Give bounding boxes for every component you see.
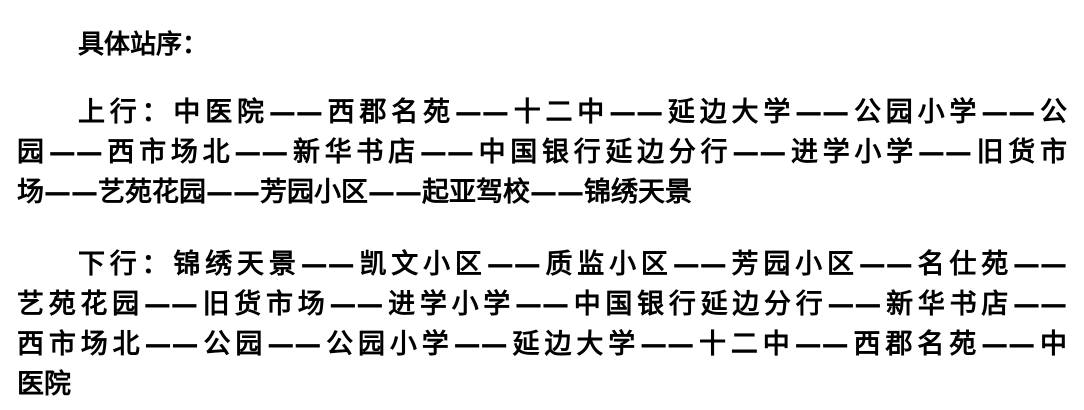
upbound-route-paragraph: 上行：中医院——西郡名苑——十二中——延边大学——公园小学——公 园——西市场北… <box>17 93 1067 213</box>
route-line: 艺苑花园——旧货市场——进学小学——中国银行延边分行——新华书店—— <box>17 289 1067 320</box>
downbound-route-paragraph: 下行：锦绣天景——凯文小区——质监小区——芳园小区——名仕苑—— 艺苑花园——旧… <box>17 245 1067 405</box>
section-heading: 具体站序： <box>78 30 209 60</box>
route-line: 园——西市场北——新华书店——中国银行延边分行——进学小学——旧货市 <box>17 137 1067 168</box>
route-line: 下行：锦绣天景——凯文小区——质监小区——芳园小区——名仕苑—— <box>78 249 1067 280</box>
route-line: 上行：中医院——西郡名苑——十二中——延边大学——公园小学——公 <box>78 97 1067 128</box>
route-line: 场——艺苑花园——芳园小区——起亚驾校——锦绣天景 <box>17 177 692 208</box>
route-line: 西市场北——公园——公园小学——延边大学——十二中——西郡名苑——中 <box>17 329 1067 360</box>
route-line: 医院 <box>17 369 71 400</box>
